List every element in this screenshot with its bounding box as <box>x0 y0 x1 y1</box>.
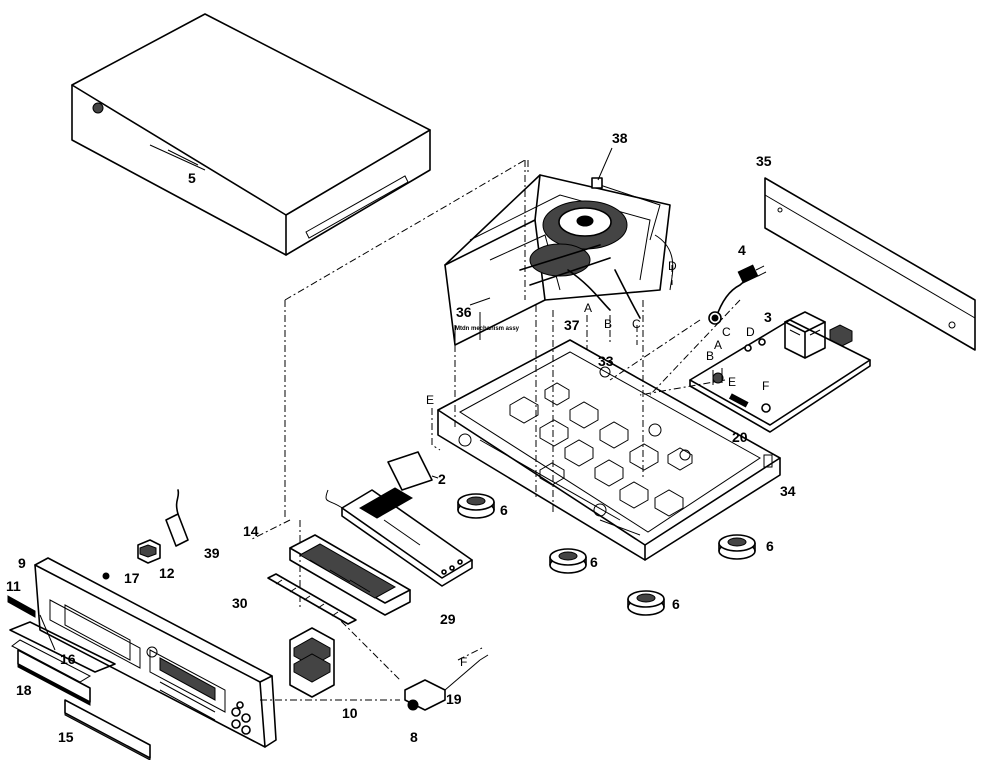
label-6c: 6 <box>672 596 680 612</box>
label-39: 39 <box>204 545 220 561</box>
label-35: 35 <box>756 153 772 169</box>
label-12: 12 <box>159 565 175 581</box>
letter-c-pcb: C <box>722 325 731 339</box>
label-29: 29 <box>440 611 456 627</box>
flex-cable-39 <box>165 489 189 547</box>
letter-b-mech: B <box>604 317 612 331</box>
letter-d-mech: D <box>668 259 677 273</box>
label-6b: 6 <box>590 554 598 570</box>
cassette-door <box>17 649 91 706</box>
label-17: 17 <box>124 570 140 586</box>
label-9: 9 <box>18 555 26 571</box>
label-15: 15 <box>58 729 74 745</box>
leader-36 <box>469 297 491 306</box>
label-14: 14 <box>243 523 259 539</box>
letter-f-jack: F <box>460 655 467 669</box>
letter-b-pcb: B <box>706 349 714 363</box>
label-4: 4 <box>738 242 746 258</box>
button-strip <box>267 573 357 625</box>
label-18: 18 <box>16 682 32 698</box>
label-11: 11 <box>6 578 21 594</box>
letter-e-left: E <box>426 393 434 407</box>
headphone-jack <box>404 654 489 711</box>
guide-lines <box>249 159 741 701</box>
label-8: 8 <box>410 729 418 745</box>
letter-c-mech: C <box>632 317 641 331</box>
leader-2 <box>431 475 439 479</box>
letter-e-pcb: E <box>728 375 736 389</box>
label-10: 10 <box>342 705 358 721</box>
side-trim <box>7 595 36 618</box>
label-37: 37 <box>564 317 580 333</box>
leader-38 <box>597 147 613 181</box>
top-cover <box>71 13 431 256</box>
label-6a: 6 <box>500 502 508 518</box>
screw-17 <box>102 572 110 580</box>
button-holder <box>289 534 411 616</box>
label-6d: 6 <box>766 538 774 554</box>
front-panel <box>34 557 277 748</box>
label-30: 30 <box>232 595 248 611</box>
power-pcb <box>689 319 871 433</box>
mechanism-caption: Mtdn mechanism assy <box>455 326 520 332</box>
chassis <box>437 339 781 561</box>
flat-cable <box>387 451 433 491</box>
leader-16 <box>39 614 56 651</box>
letter-d-pcb: D <box>746 325 755 339</box>
label-16: 16 <box>60 651 76 667</box>
display-window <box>64 699 151 760</box>
letter-f-pcb: F <box>762 379 769 393</box>
foot-4 <box>718 534 756 560</box>
label-38: 38 <box>612 130 628 146</box>
label-20: 20 <box>732 429 748 445</box>
part-labels: 5 38 35 4 3 36 Mtdn mechanism assy 37 33… <box>6 130 796 745</box>
label-34: 34 <box>780 483 796 499</box>
power-cord <box>708 264 767 325</box>
display-pcb <box>325 487 473 587</box>
label-3: 3 <box>764 309 772 325</box>
rear-panel <box>764 177 976 351</box>
button-block <box>289 627 335 698</box>
letter-a-pcb: A <box>714 338 722 352</box>
label-33: 33 <box>598 353 614 369</box>
letter-a-mech: A <box>584 301 592 315</box>
switch-12 <box>137 539 161 564</box>
foot-2 <box>549 548 587 574</box>
foot-3 <box>627 590 665 616</box>
leader-5 <box>167 149 199 166</box>
label-2: 2 <box>438 471 446 487</box>
label-19: 19 <box>446 691 462 707</box>
mechanism-assy <box>444 174 674 346</box>
label-5: 5 <box>188 170 196 186</box>
connector-letters: A B C D C A B D E F E F <box>426 259 769 669</box>
foot-1 <box>457 493 495 519</box>
label-36: 36 <box>456 304 472 320</box>
